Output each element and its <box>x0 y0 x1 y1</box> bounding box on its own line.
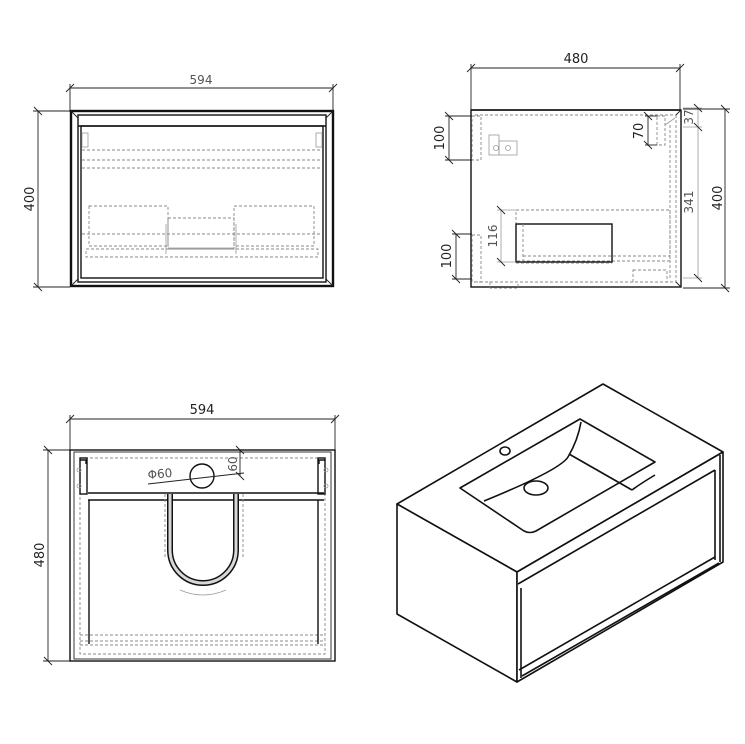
drain-offset-label: 60 <box>226 456 240 471</box>
side-top-bracket-label: 100 <box>433 126 448 151</box>
top-width-label: 594 <box>190 403 215 418</box>
front-width-label: 594 <box>190 73 213 87</box>
drain-diameter-label: Φ60 <box>147 466 173 482</box>
front-height-label: 400 <box>23 187 38 212</box>
side-drawer-height-label: 116 <box>486 225 500 248</box>
top-view: 594 480 <box>33 403 340 666</box>
basin <box>459 418 656 534</box>
hinge-detail <box>488 134 518 156</box>
side-depth-label: 480 <box>564 52 589 67</box>
side-inner-height-label: 341 <box>682 191 696 214</box>
side-rail-label: 70 <box>632 123 647 140</box>
basin-drain <box>523 480 549 496</box>
right-hinge <box>317 457 329 495</box>
front-view: 594 400 <box>23 73 338 292</box>
side-height-label: 400 <box>711 186 726 211</box>
tap-hole <box>499 446 511 456</box>
left-hinge <box>76 457 88 495</box>
drain-hole <box>189 463 215 489</box>
isometric-view <box>396 383 724 683</box>
top-depth-label: 480 <box>33 543 48 568</box>
siphon-cutout <box>164 494 244 596</box>
side-bottom-bracket-label: 100 <box>440 244 455 269</box>
side-view: 480 <box>433 52 730 293</box>
side-top-offset-label: 37 <box>682 109 696 124</box>
